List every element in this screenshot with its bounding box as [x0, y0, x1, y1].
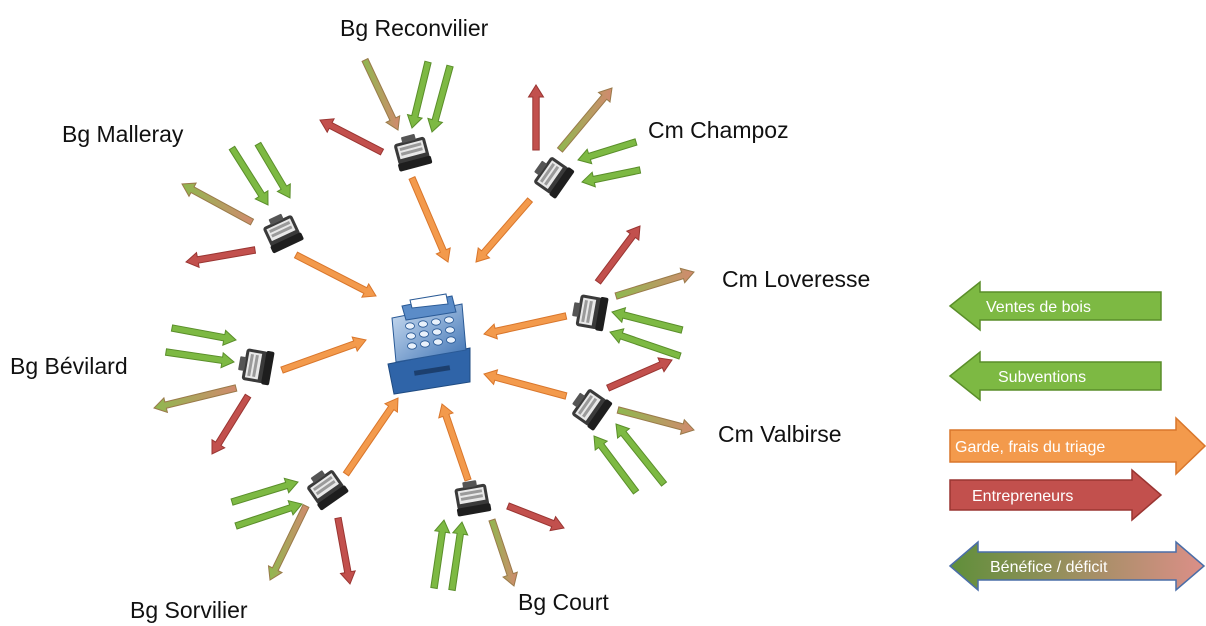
arrow-malleray-balance	[181, 182, 255, 226]
legend-label-ventes: Ventes de bois	[986, 299, 1091, 316]
arrow-valbirse-sales-1	[615, 423, 668, 487]
node-label-loveresse: Cm Loveresse	[722, 266, 870, 292]
arrow-court-sales-1	[430, 519, 451, 590]
node-label-court: Bg Court	[518, 589, 609, 615]
arrow-valbirse-balance	[616, 406, 695, 435]
arrow-bevilard-entrepreneurs	[211, 393, 252, 455]
arrow-court-entrepreneurs	[506, 502, 565, 532]
labels-layer: Bg Reconvilier Cm Champoz Bg Malleray Cm…	[10, 15, 870, 623]
arrow-malleray-garde	[293, 251, 377, 298]
arrow-valbirse-entrepreneurs	[606, 357, 673, 392]
arrow-sorvilier-sales-1	[230, 477, 299, 506]
node-label-champoz: Cm Champoz	[648, 117, 789, 143]
node-label-malleray: Bg Malleray	[62, 121, 184, 147]
icons-layer	[238, 133, 613, 517]
legend-label-subventions: Subventions	[998, 369, 1086, 386]
legend-label-entrepreneurs: Entrepreneurs	[972, 488, 1073, 505]
node-icon-reconvilier	[394, 133, 433, 172]
legend: Ventes de bois Subventions Garde, frais …	[948, 280, 1206, 592]
node-icon-bevilard	[238, 348, 275, 386]
arrow-sorvilier-balance	[267, 503, 310, 581]
arrow-loveresse-garde	[483, 312, 568, 340]
node-label-sorvilier: Bg Sorvilier	[130, 597, 248, 623]
node-label-valbirse: Cm Valbirse	[718, 421, 842, 447]
arrow-malleray-sales-1	[228, 145, 269, 206]
arrow-loveresse-sales-1	[611, 306, 684, 334]
node-icon-sorvilier	[307, 470, 349, 511]
arrow-champoz-entrepreneurs	[527, 84, 545, 151]
arrow-reconvilier-sales-2	[427, 64, 454, 133]
arrow-loveresse-entrepreneurs	[594, 225, 641, 285]
arrow-sorvilier-garde	[342, 397, 399, 477]
legend-item-garde: Garde, frais du triage	[949, 416, 1206, 476]
legend-label-balance: Bénéfice / déficit	[990, 559, 1108, 576]
arrow-court-balance	[488, 518, 518, 587]
arrow-champoz-garde	[475, 197, 534, 263]
arrow-champoz-balance	[556, 87, 613, 153]
arrow-loveresse-sales-2	[609, 328, 682, 360]
arrows-layer	[153, 57, 695, 592]
node-label-reconvilier: Bg Reconvilier	[340, 15, 489, 41]
node-label-bevilard: Bg Bévilard	[10, 353, 128, 379]
arrow-court-sales-2	[448, 521, 469, 592]
arrow-valbirse-garde	[483, 369, 568, 400]
arrow-loveresse-balance	[614, 267, 695, 300]
legend-item-subventions: Subventions	[948, 350, 1162, 402]
arrow-valbirse-sales-2	[593, 435, 640, 495]
arrow-court-garde	[438, 403, 472, 482]
legend-item-entrepreneurs: Entrepreneurs	[949, 468, 1163, 522]
node-icon-loveresse	[572, 294, 609, 332]
legend-label-garde: Garde, frais du triage	[955, 439, 1105, 456]
arrow-bevilard-sales-1	[170, 324, 237, 346]
arrow-champoz-sales-2	[581, 166, 642, 188]
arrow-champoz-sales-1	[577, 138, 638, 165]
arrow-bevilard-garde	[280, 336, 367, 374]
node-icon-valbirse	[572, 389, 613, 431]
central-cash-register-icon	[387, 293, 471, 395]
arrow-reconvilier-garde	[408, 176, 451, 263]
arrow-reconvilier-entrepreneurs	[319, 118, 385, 156]
arrow-bevilard-balance	[153, 384, 238, 414]
arrow-reconvilier-sales-1	[406, 60, 432, 129]
node-icon-malleray	[263, 213, 304, 254]
node-icon-champoz	[534, 157, 575, 199]
legend-item-balance: Bénéfice / déficit	[948, 540, 1206, 592]
node-icon-court	[454, 480, 492, 517]
arrow-malleray-entrepreneurs	[185, 246, 257, 269]
legend-item-ventes: Ventes de bois	[948, 280, 1162, 332]
arrow-sorvilier-sales-2	[234, 500, 303, 530]
arrow-bevilard-sales-2	[164, 348, 235, 369]
arrow-sorvilier-entrepreneurs	[334, 516, 356, 585]
arrow-malleray-sales-2	[254, 141, 291, 199]
arrow-reconvilier-balance	[361, 57, 401, 131]
